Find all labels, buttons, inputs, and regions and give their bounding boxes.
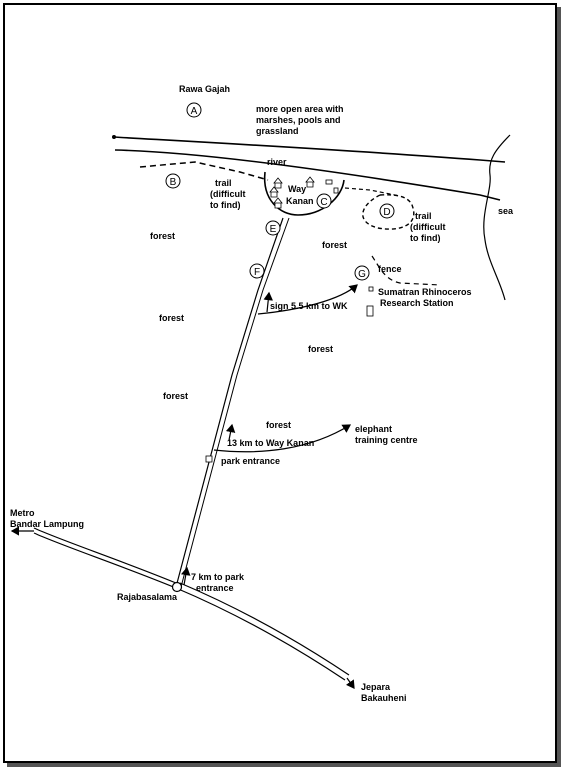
fence-line — [371, 255, 441, 286]
marker-d: D — [379, 203, 395, 219]
direction-arrow — [225, 423, 236, 441]
hut-icon — [305, 176, 315, 188]
label-forest: forest — [308, 344, 333, 354]
direction-arrow — [181, 566, 191, 586]
label-elephant-2: training centre — [355, 435, 418, 445]
hut-icon — [269, 186, 279, 198]
label-metro-2: Bandar Lampung — [10, 519, 84, 529]
label-fence: fence — [378, 264, 402, 274]
label-km7-2: entrance — [196, 583, 234, 593]
svg-text:A: A — [191, 106, 198, 117]
label-forest: forest — [150, 231, 175, 241]
svg-text:D: D — [383, 207, 390, 218]
hut-icon — [273, 197, 283, 209]
label-trail-d-1: trail — [415, 211, 432, 221]
label-trail-b-1: trail — [215, 178, 232, 188]
highway-east-second — [179, 582, 350, 676]
label-way: Way — [288, 184, 306, 194]
river-end-dot — [112, 135, 116, 139]
label-rajabasalama: Rajabasalama — [117, 592, 178, 602]
label-sea: sea — [498, 206, 514, 216]
trail-b-path — [139, 161, 269, 181]
label-open-area-2: marshes, pools and — [256, 115, 341, 125]
label-km7-1: 7 km to park — [191, 572, 245, 582]
svg-text:B: B — [170, 177, 177, 188]
label-park-entrance: park entrance — [221, 456, 280, 466]
svg-text:F: F — [254, 267, 260, 278]
map-frame — [3, 3, 557, 763]
hut-icon — [273, 177, 283, 189]
highway-west — [33, 532, 177, 589]
main-track-second-line — [180, 217, 290, 588]
marker-f: F — [249, 263, 265, 279]
lower-river-line — [114, 149, 501, 201]
coast-line — [483, 134, 511, 301]
marker-a: A — [186, 102, 202, 118]
marker-c: C — [316, 193, 332, 209]
trail-d-path — [362, 194, 415, 230]
marker-g: G — [354, 265, 370, 281]
marker-b: B — [165, 173, 181, 189]
label-trail-d-2: (difficult — [410, 222, 446, 232]
building-icon — [333, 187, 339, 194]
station-building-icon — [366, 305, 374, 317]
label-sign-wk: sign 5.5 km to WK — [270, 301, 348, 311]
main-track — [175, 217, 284, 588]
trail-east-path — [344, 187, 401, 197]
jepara-arrow — [345, 677, 355, 689]
svg-text:G: G — [358, 269, 366, 280]
label-jepara-2: Bakauheni — [361, 693, 407, 703]
direction-arrow — [263, 291, 274, 313]
way-kanan-boundary — [263, 171, 345, 216]
marker-e: E — [265, 220, 281, 236]
side-track-elephant — [213, 424, 352, 453]
label-jepara-1: Jepara — [361, 682, 391, 692]
label-elephant-1: elephant — [355, 424, 392, 434]
label-forest: forest — [322, 240, 347, 250]
label-forest: forest — [266, 420, 291, 430]
label-sign-13: 13 km to Way Kanan — [227, 438, 314, 448]
label-trail-d-3: to find) — [410, 233, 441, 243]
label-open-area-3: grassland — [256, 126, 299, 136]
label-trail-b-3: to find) — [210, 200, 241, 210]
label-trail-b-2: (difficult — [210, 189, 246, 199]
label-forest: forest — [163, 391, 188, 401]
label-metro-1: Metro — [10, 508, 35, 518]
station-building-icon — [368, 286, 374, 292]
svg-text:E: E — [270, 224, 277, 235]
highway-east — [175, 587, 346, 681]
label-open-area-1: more open area with — [256, 104, 344, 114]
highway-west-second — [33, 527, 177, 584]
label-rawa-gajah: Rawa Gajah — [179, 84, 230, 94]
rajabasalama-junction — [171, 581, 183, 593]
building-icon — [325, 179, 333, 185]
side-track-research — [257, 284, 358, 315]
label-research-station-2: Research Station — [380, 298, 454, 308]
label-forest: forest — [159, 313, 184, 323]
label-river: river — [267, 157, 287, 167]
park-entrance-icon — [205, 455, 213, 463]
upper-river-line — [112, 136, 506, 163]
label-research-station-1: Sumatran Rhinoceros — [378, 287, 472, 297]
svg-text:C: C — [320, 197, 327, 208]
label-kanan: Kanan — [286, 196, 314, 206]
